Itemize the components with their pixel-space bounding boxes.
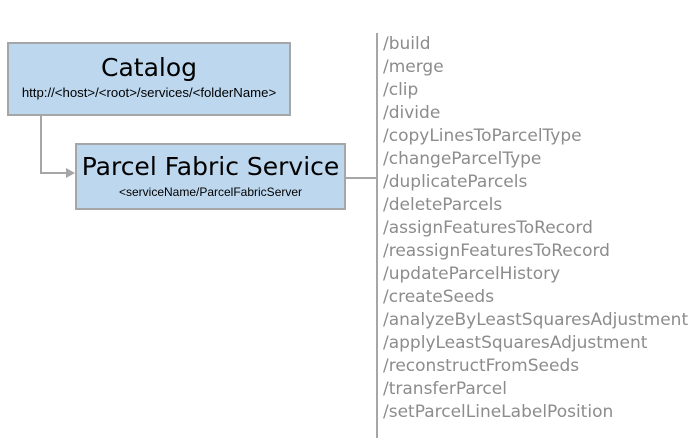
endpoint-item: /divide [383,103,441,123]
parcel-fabric-service-node: Parcel Fabric Service <serviceName/Parce… [75,143,346,210]
endpoint-item: /copyLinesToParcelType [383,126,582,146]
catalog-node: Catalog http://<host>/<root>/services/<f… [7,42,291,116]
arrowhead-right-icon [66,168,75,178]
service-url: <serviceName/ParcelFabricServer [118,184,303,199]
endpoint-item: /merge [383,57,444,77]
endpoint-item: /duplicateParcels [383,172,528,192]
connector-service-horizontal [346,177,376,179]
endpoint-item: /assignFeaturesToRecord [383,218,593,238]
catalog-url: http://<host>/<root>/services/<folderNam… [21,84,277,100]
endpoint-list: /build/merge/clip/divide/copyLinesToParc… [383,33,688,424]
endpoint-item: /changeParcelType [383,149,542,169]
endpoint-item: /analyzeByLeastSquaresAdjustment [383,310,689,330]
service-title: Parcel Fabric Service [81,152,340,181]
endpoint-item: /transferParcel [383,379,507,399]
endpoint-item: /reconstructFromSeeds [383,356,580,376]
endpoint-item: /setParcelLineLabelPosition [383,402,614,422]
endpoint-item: /deleteParcels [383,195,503,215]
connector-catalog-vertical [40,116,42,174]
endpoint-item: /createSeeds [383,287,495,307]
endpoint-list-divider [376,33,378,438]
endpoint-item: /applyLeastSquaresAdjustment [383,333,648,353]
endpoint-item: /reassignFeaturesToRecord [383,241,610,261]
endpoint-item: /clip [383,80,419,100]
endpoint-item: /build [383,34,431,54]
endpoint-item: /updateParcelHistory [383,264,561,284]
catalog-title: Catalog [100,53,197,82]
connector-catalog-horizontal [40,172,67,174]
